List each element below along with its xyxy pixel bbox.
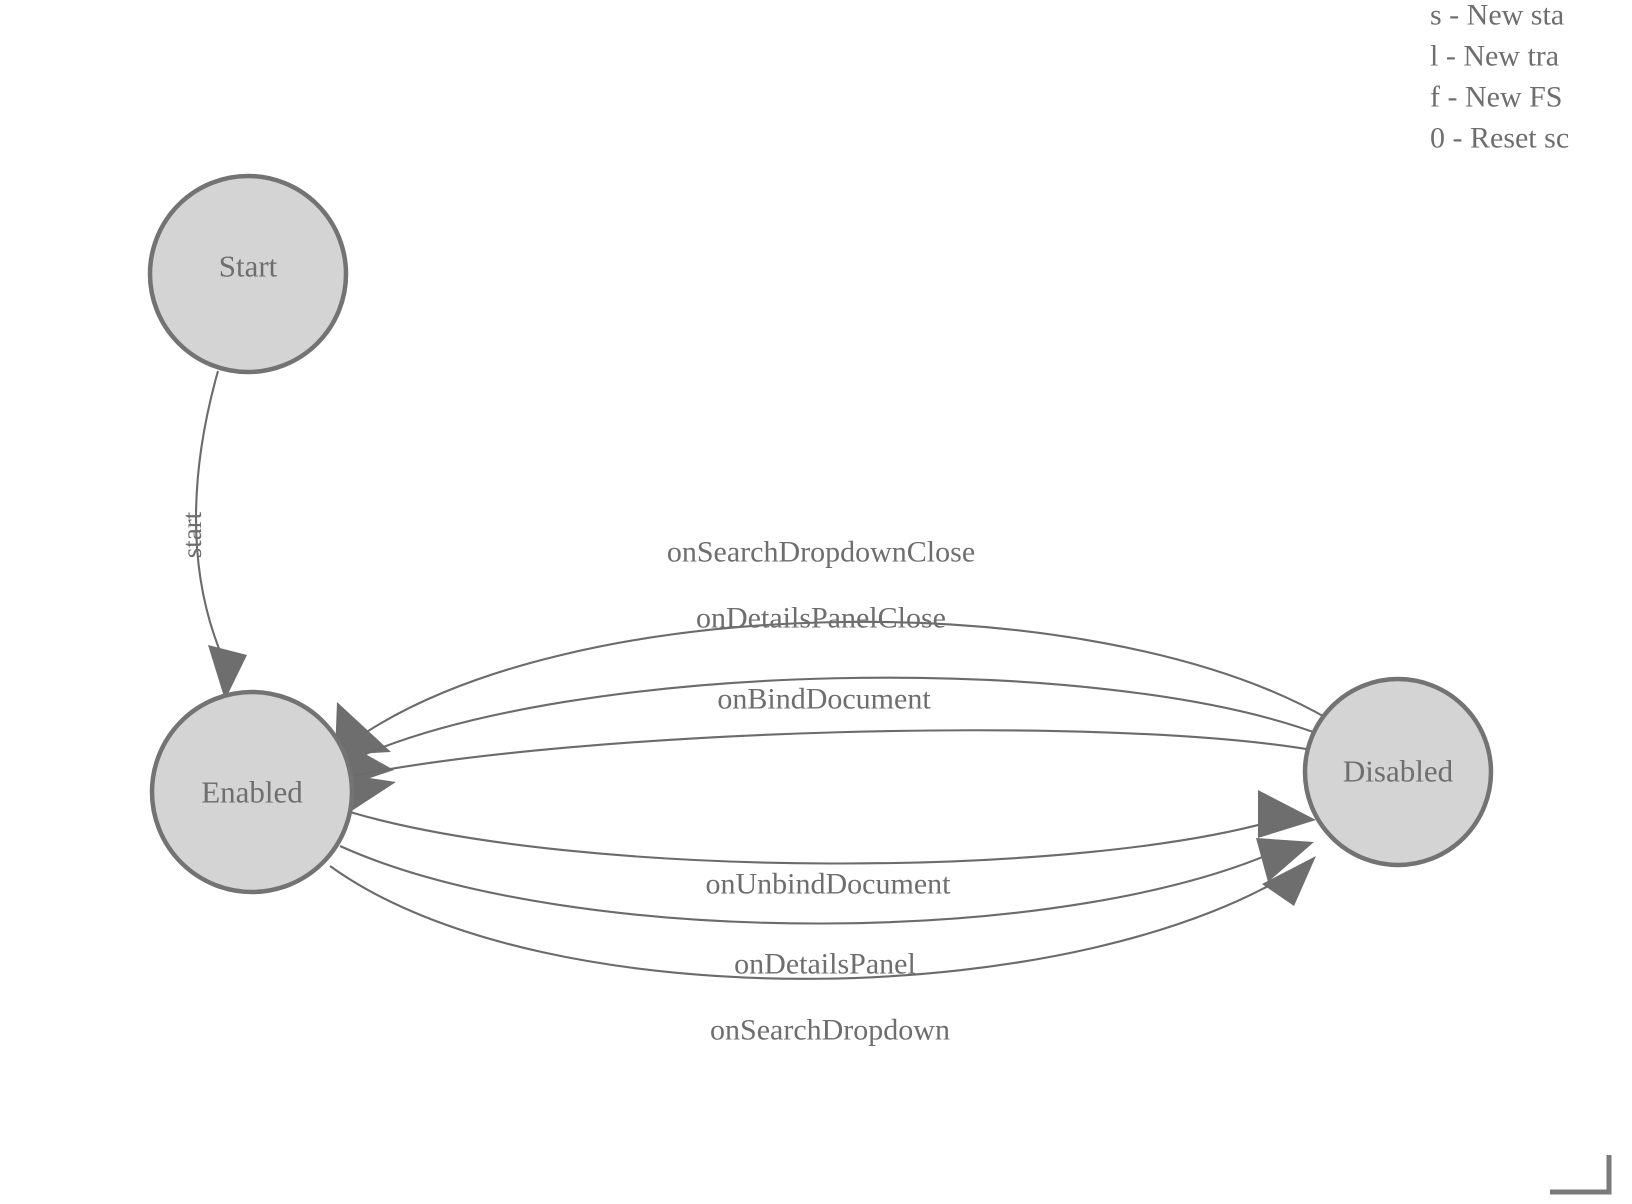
state-node-start-label: Start (219, 249, 278, 284)
state-node-start[interactable]: Start (147, 173, 349, 375)
window-corner-bracket (1550, 1155, 1612, 1195)
transition-onBindDocument-path (351, 729, 1313, 778)
transition-onSearchDropdownClose[interactable]: onSearchDropdownClose (335, 536, 1331, 756)
transition-onSearchDropdown[interactable]: onSearchDropdown (329, 856, 1316, 1047)
help-line-new-transition: l - New tra (1430, 40, 1559, 73)
help-line-new-fsm: f - New FS (1430, 81, 1563, 114)
help-line-reset-scene: 0 - Reset sc (1430, 122, 1569, 155)
transition-onBindDocument-arrowhead (342, 774, 396, 812)
transition-onUnbindDocument[interactable]: onUnbindDocument (349, 790, 1316, 901)
transition-start-label: start (177, 511, 207, 558)
transition-onUnbindDocument-label: onUnbindDocument (706, 868, 952, 901)
help-overlay: s - New sta l - New tra f - New FS 0 - R… (1430, 0, 1569, 155)
transition-onSearchDropdown-path (329, 861, 1309, 980)
state-node-start-circle (147, 173, 349, 375)
transition-onSearchDropdownClose-path (351, 620, 1331, 743)
transition-onSearchDropdown-arrowhead (1262, 856, 1316, 906)
transition-onBindDocument-label: onBindDocument (717, 683, 931, 716)
state-node-disabled-circle (1302, 676, 1494, 868)
state-node-disabled-label: Disabled (1343, 754, 1454, 789)
state-node-disabled[interactable]: Disabled (1302, 676, 1494, 868)
transition-onDetailsPanel-arrowhead (1256, 838, 1314, 882)
transition-onDetailsPanelClose-label: onDetailsPanelClose (696, 602, 946, 635)
state-node-enabled[interactable]: Enabled (149, 689, 355, 895)
transition-start-edge-path (194, 370, 223, 657)
transition-onDetailsPanel-label: onDetailsPanel (734, 948, 916, 981)
transition-start-to-enabled[interactable]: start (177, 370, 247, 700)
state-node-enabled-circle (149, 689, 355, 895)
transition-onUnbindDocument-path (349, 810, 1291, 865)
state-node-enabled-label: Enabled (201, 775, 303, 810)
transition-onDetailsPanelClose-path (351, 676, 1325, 761)
transition-onSearchDropdown-label: onSearchDropdown (710, 1014, 950, 1047)
transition-onUnbindDocument-arrowhead (1258, 790, 1316, 838)
transition-onSearchDropdownClose-arrowhead (335, 702, 391, 755)
transition-start-arrowhead (208, 645, 247, 700)
help-line-new-state: s - New sta (1430, 0, 1564, 32)
transition-onDetailsPanel[interactable]: onDetailsPanel (339, 838, 1314, 981)
transition-onSearchDropdownClose-label: onSearchDropdownClose (667, 536, 975, 569)
transition-onDetailsPanel-path (339, 841, 1297, 925)
transition-onBindDocument[interactable]: onBindDocument (342, 683, 1313, 813)
